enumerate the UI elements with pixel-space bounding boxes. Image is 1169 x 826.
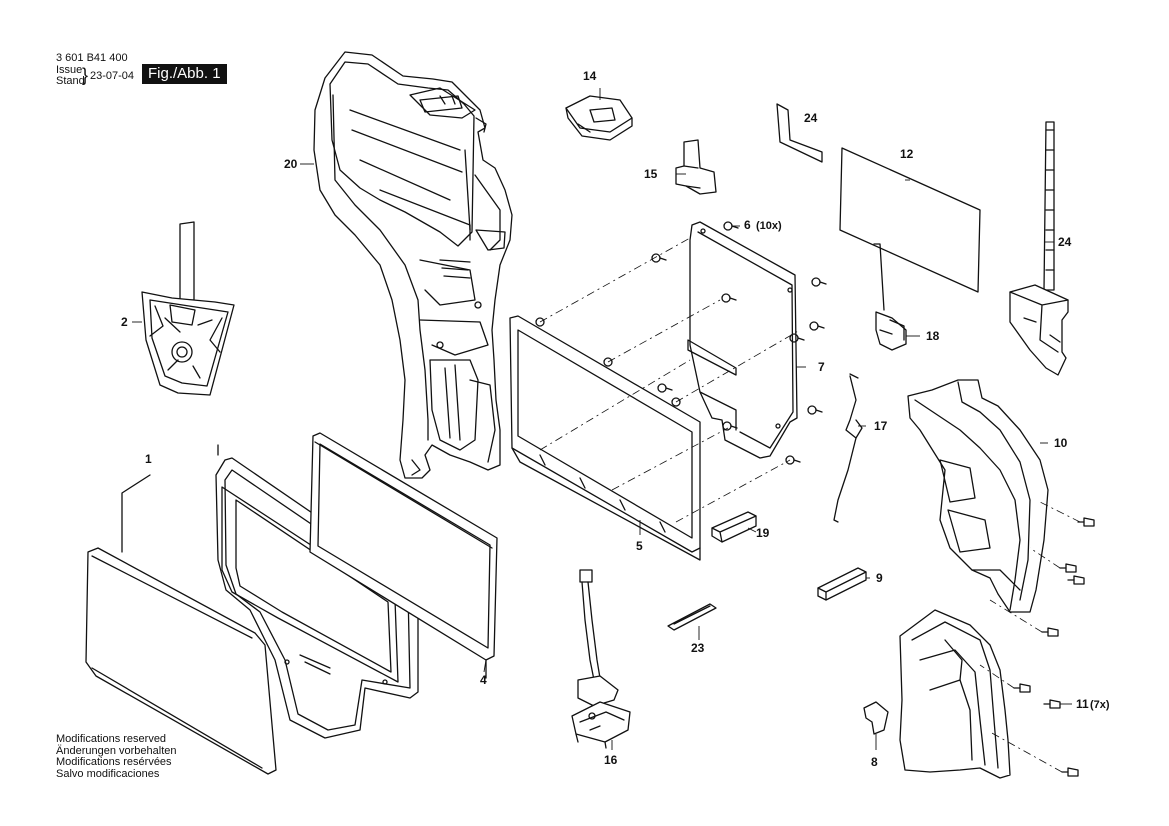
part-1-window [85, 444, 277, 775]
callout-2: 2 [121, 315, 128, 329]
part-10-housing [907, 379, 1049, 613]
callout-4: 4 [480, 673, 487, 687]
issue-date: 23-07-04 [90, 70, 135, 82]
part-4-panel [309, 432, 498, 679]
callout-16: 16 [604, 753, 618, 767]
part-8-clip [863, 701, 889, 735]
note-en: Modifications reserved [56, 733, 167, 745]
modification-notes: Modifications reserved Änderungen vorbeh… [56, 733, 177, 780]
callout-14: 14 [583, 69, 597, 83]
part-17-wire [833, 373, 863, 523]
issue-label: Issue [56, 64, 83, 76]
figure-label: Fig./Abb. 1 [142, 64, 227, 84]
callout-1: 1 [145, 452, 152, 466]
part-2-clip [141, 221, 235, 396]
callout-7: 7 [818, 360, 825, 374]
callout-15: 15 [644, 167, 658, 181]
callout-24-probe: 24 [1058, 235, 1072, 249]
part-24-label [776, 103, 823, 163]
part-23-ribbon [667, 603, 717, 631]
part-11-screws [1013, 517, 1095, 777]
callout-6: 6 [744, 218, 751, 232]
callout-23: 23 [691, 641, 705, 655]
drawing-number: 3 601 B41 400 [56, 52, 128, 64]
callout-17: 17 [874, 419, 888, 433]
leader-lines [132, 88, 1072, 750]
part-10-handle [899, 609, 1011, 779]
callout-9: 9 [876, 571, 883, 585]
part-14-cap [565, 95, 633, 141]
callout-5: 5 [636, 539, 643, 553]
part-15-bracket [675, 139, 717, 195]
callout-20: 20 [284, 157, 298, 171]
callout-18: 18 [926, 329, 940, 343]
callout-19: 19 [756, 526, 770, 540]
callout-numbers: 20 2 1 4 5 6 (10x) 7 8 9 10 11 (7x) 12 1… [121, 69, 1110, 769]
note-es: Salvo modificaciones [56, 767, 160, 780]
part-20-housing [313, 51, 513, 479]
part-5-display-module [509, 315, 701, 561]
note-de: Änderungen vorbehalten [56, 744, 177, 757]
callout-12: 12 [900, 147, 914, 161]
callout-6-qty: (10x) [756, 220, 782, 232]
callout-11: 11 [1076, 697, 1089, 711]
part-18-switch [873, 243, 907, 351]
issue-brace: } [82, 65, 89, 85]
callout-10: 10 [1054, 436, 1068, 450]
callout-8: 8 [871, 755, 878, 769]
part-24-probe [1009, 121, 1069, 376]
part-9-slider [817, 567, 867, 601]
part-16-cable [571, 569, 631, 749]
callout-11-qty: (7x) [1090, 699, 1110, 711]
part-19-connector [711, 511, 757, 543]
stand-label: Stand [56, 75, 85, 87]
part-12-label [839, 147, 981, 293]
assembly-lines [539, 237, 1081, 773]
note-fr: Modifications resérvées [56, 756, 172, 768]
part-7-bracket [687, 221, 798, 459]
callout-24-label: 24 [804, 111, 818, 125]
